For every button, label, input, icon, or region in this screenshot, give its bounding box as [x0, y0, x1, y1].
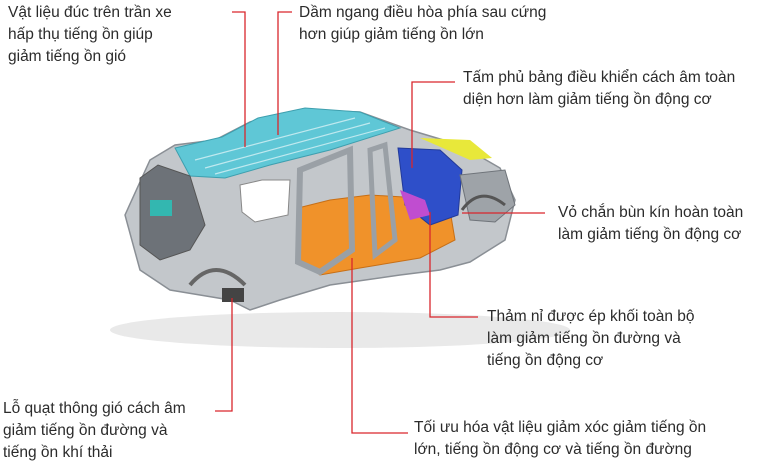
label-line: Dầm ngang điều hòa phía sau cứng [299, 4, 547, 21]
label-line: làm giảm tiếng ồn đường và [487, 330, 681, 347]
leader-vent [215, 298, 233, 412]
rear-wheel-arch [188, 268, 247, 287]
label-rear-beam: Dầm ngang điều hòa phía sau cứng hơn giú… [299, 2, 546, 46]
label-fender: Vỏ chắn bùn kín hoàn toàn làm giảm tiếng… [558, 202, 743, 246]
rear-cyan-part [150, 200, 172, 216]
leader-carpet [429, 212, 478, 318]
b-pillar [294, 145, 356, 276]
c-pillar [367, 141, 398, 260]
label-line: diện hơn làm giảm tiếng ồn động cơ [463, 91, 712, 108]
label-suspension: Tối ưu hóa vật liệu giảm xóc giảm tiếng … [414, 417, 706, 461]
label-line: Thảm nỉ được ép khối toàn bộ [487, 308, 695, 325]
label-line: lớn, tiếng ồn động cơ và tiếng ồn đường [414, 441, 692, 458]
label-line: giảm tiếng ồn gió [8, 48, 127, 65]
leader-suspension [351, 258, 408, 434]
wheel-arch [460, 194, 506, 211]
label-line: tiếng ồn động cơ [487, 352, 604, 369]
label-dash-cover: Tấm phủ bảng điều khiển cách âm toàn diệ… [463, 67, 735, 111]
label-line: Tối ưu hóa vật liệu giảm xóc giảm tiếng … [414, 419, 707, 436]
label-carpet: Thảm nỉ được ép khối toàn bộ làm giảm ti… [487, 306, 695, 372]
leader-roof [232, 11, 246, 147]
label-line: hơn giúp giảm tiếng ồn lớn [299, 26, 484, 43]
label-line: Tấm phủ bảng điều khiển cách âm toàn [463, 69, 736, 86]
label-line: Lỗ quạt thông gió cách âm [3, 400, 186, 417]
ground-shadow [110, 312, 570, 348]
label-line: Vật liệu đúc trên trần xe [8, 4, 172, 21]
rear-vent [222, 288, 244, 302]
leader-lines [215, 11, 545, 434]
leader-dash [411, 81, 455, 168]
leader-beam [277, 11, 292, 135]
dash-magenta-part [400, 190, 430, 220]
label-vent: Lỗ quạt thông gió cách âm giảm tiếng ồn … [3, 398, 186, 464]
label-line: làm giảm tiếng ồn động cơ [558, 226, 742, 243]
label-line: giảm tiếng ồn đường và [3, 422, 168, 439]
label-line: hấp thụ tiếng ồn giúp [8, 26, 153, 43]
label-line: Vỏ chắn bùn kín hoàn toàn [558, 204, 744, 221]
front-yellow-accent [420, 138, 492, 160]
label-roof-material: Vật liệu đúc trên trần xe hấp thụ tiếng … [8, 2, 172, 68]
rear-hatch-opening [139, 164, 206, 261]
label-line: tiếng ồn khí thải [3, 444, 113, 461]
roof-ribs [194, 117, 386, 175]
rear-side-window [239, 179, 291, 223]
